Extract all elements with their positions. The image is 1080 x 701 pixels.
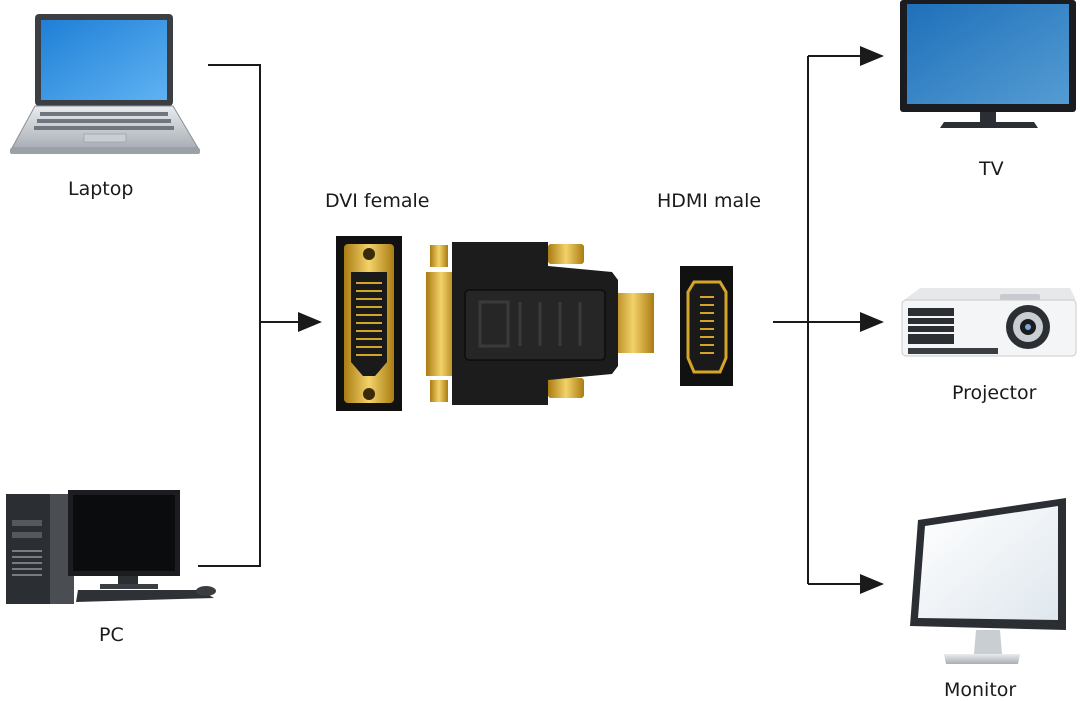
- tv-icon: [900, 0, 1076, 128]
- projector-icon: [901, 288, 1077, 357]
- tv-label: TV: [979, 158, 1004, 180]
- dvi-female-label: DVI female: [325, 190, 430, 212]
- output-connector-lines: [773, 46, 884, 594]
- pc-icon: [6, 490, 216, 604]
- monitor-icon: [910, 498, 1066, 664]
- monitor-label: Monitor: [944, 679, 1017, 701]
- laptop-line: [198, 64, 261, 567]
- dvi-female-port-icon: [336, 236, 402, 411]
- laptop-label: Laptop: [68, 178, 134, 200]
- dvi-hdmi-adapter-icon: [426, 242, 654, 405]
- hdmi-male-label: HDMI male: [657, 190, 762, 212]
- laptop-icon: [10, 14, 200, 154]
- hdmi-male-port-icon: [680, 266, 733, 386]
- pc-label: PC: [99, 624, 124, 646]
- input-connector-lines: [198, 64, 322, 567]
- projector-label: Projector: [952, 382, 1037, 404]
